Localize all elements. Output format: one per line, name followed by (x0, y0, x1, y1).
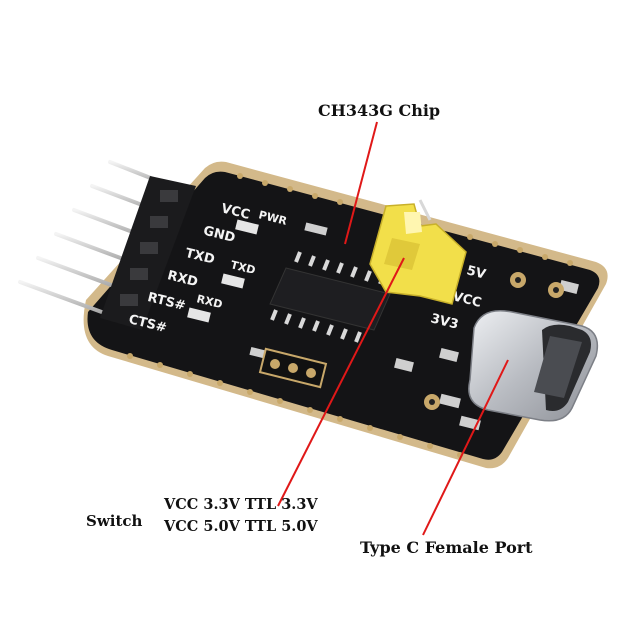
pin-label-vcc: VCC (220, 201, 252, 223)
label-vcc: VCC (451, 289, 483, 311)
port-callout-label: Type C Female Port (360, 538, 533, 557)
switch-setting-5v0: VCC 5.0V TTL 5.0V (164, 518, 318, 535)
chip-callout-label: CH343G Chip (318, 101, 441, 120)
port-callout-line (422, 359, 509, 536)
led-group: PWR TXD RXD (187, 208, 289, 323)
switch-settings: VCC 3.3V TTL 3.3V VCC 5.0V TTL 5.0V (164, 494, 318, 538)
label-5v: 5V (465, 263, 487, 282)
voltage-labels: 5V VCC 3V3 (429, 263, 487, 332)
switch-setting-3v3: VCC 3.3V TTL 3.3V (164, 496, 318, 513)
pin-header (18, 160, 196, 330)
usb-c-port (468, 310, 599, 422)
led-label-txd: TXD (229, 258, 257, 277)
chip-callout-line (344, 121, 378, 245)
switch-callout-line (277, 257, 405, 507)
pin-label-txd: TXD (184, 246, 217, 268)
led-label-rxd: RXD (195, 292, 223, 311)
gold-pads (258, 272, 564, 410)
pin-label-rxd: RXD (166, 268, 200, 290)
ch343g-chip (269, 251, 391, 343)
callout-lines (277, 121, 509, 536)
label-3v3: 3V3 (429, 311, 460, 332)
jumper-switch (369, 199, 467, 305)
switch-callout-label: Switch (86, 512, 143, 530)
